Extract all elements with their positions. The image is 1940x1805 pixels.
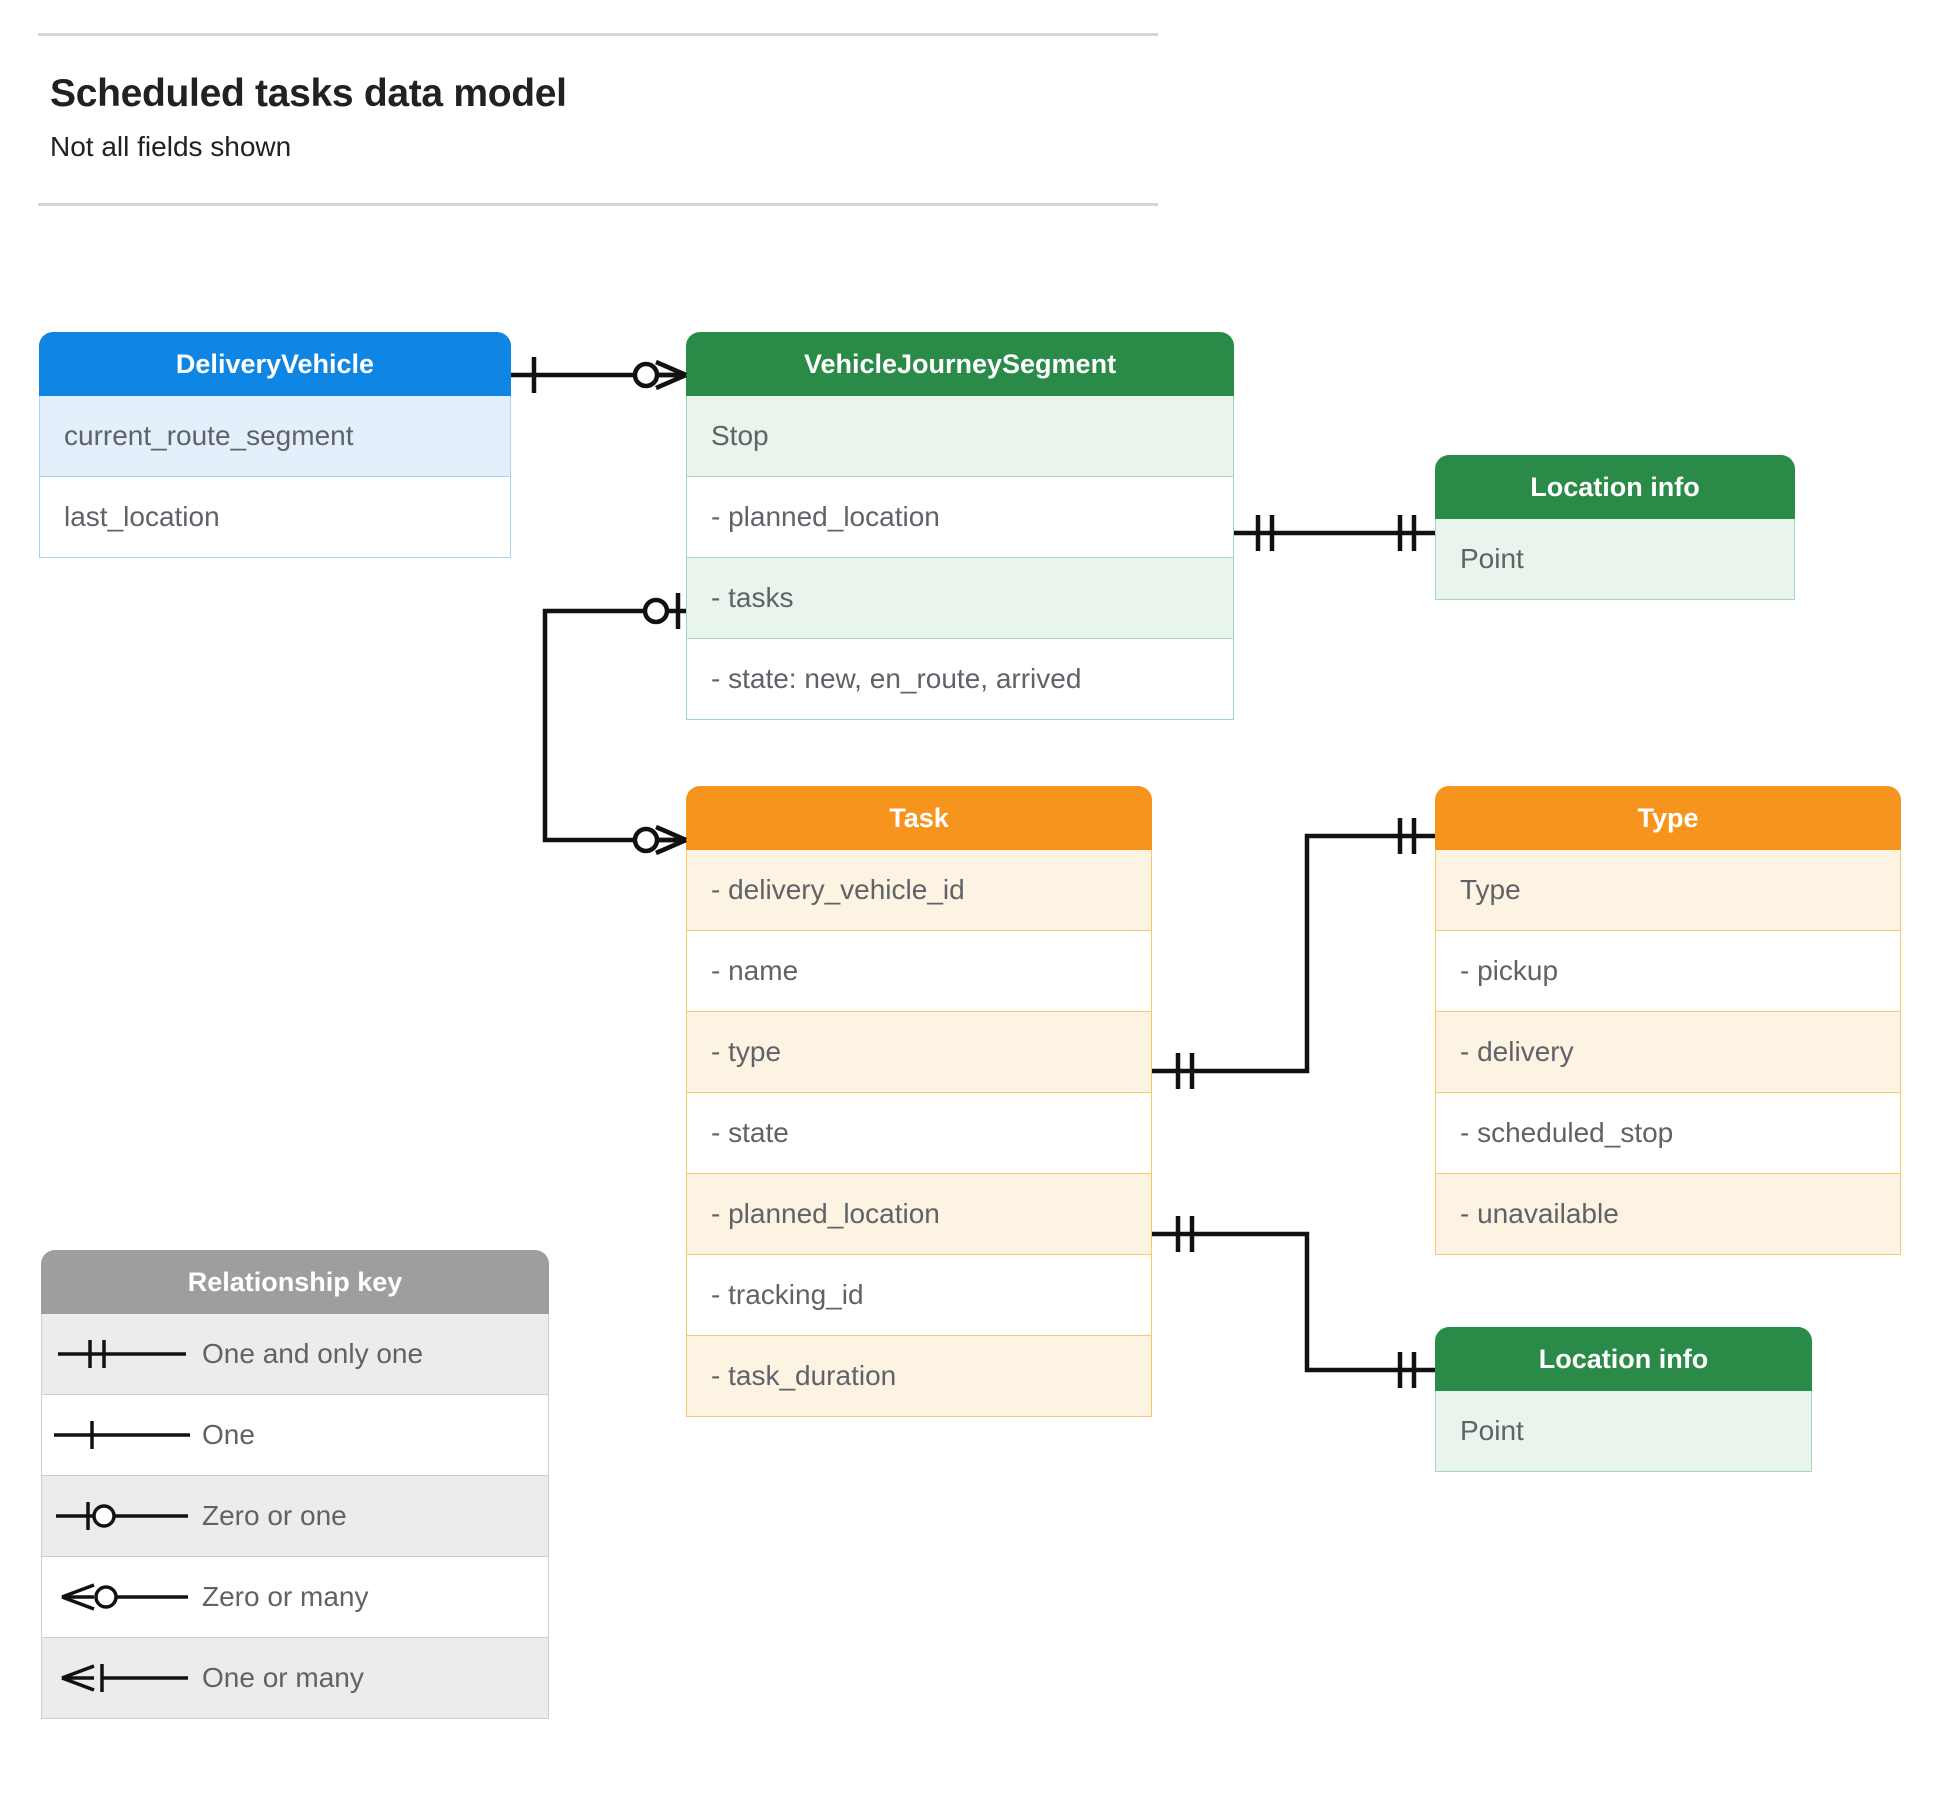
connector-vjs-planned-location-locationinfo bbox=[1234, 515, 1435, 551]
field-row: - tracking_id bbox=[686, 1255, 1152, 1336]
field-row: - planned_location bbox=[686, 1174, 1152, 1255]
connector-vjs-tasks-task bbox=[542, 593, 687, 856]
legend-item-label: Zero or many bbox=[202, 1581, 369, 1612]
field-row: - scheduled_stop bbox=[1435, 1093, 1901, 1174]
page-title: Scheduled tasks data model bbox=[50, 72, 567, 115]
field-row: Point bbox=[1435, 1391, 1812, 1472]
one-icon bbox=[42, 1392, 202, 1478]
entity-title-location-info-bottom: Location info bbox=[1435, 1327, 1812, 1391]
legend-item-one: One bbox=[41, 1395, 549, 1476]
field-row: - tasks bbox=[686, 558, 1234, 639]
field-row: - state: new, en_route, arrived bbox=[686, 639, 1234, 720]
field-row: Stop bbox=[686, 396, 1234, 477]
legend-title: Relationship key bbox=[41, 1250, 549, 1314]
zero-or-one-icon bbox=[42, 1473, 202, 1559]
one-and-only-one-icon bbox=[42, 1311, 202, 1397]
connector-deliveryvehicle-vehiclejourneysegment bbox=[511, 357, 687, 393]
entity-title-task: Task bbox=[686, 786, 1152, 850]
entity-location-info-bottom[interactable]: Location info Point bbox=[1435, 1327, 1812, 1472]
header-rule-bottom bbox=[38, 203, 1158, 206]
entity-vehicle-journey-segment[interactable]: VehicleJourneySegment Stop - planned_loc… bbox=[686, 332, 1234, 720]
field-row: - name bbox=[686, 931, 1152, 1012]
legend-item-zero-or-many: Zero or many bbox=[41, 1557, 549, 1638]
legend-item-one-or-many: One or many bbox=[41, 1638, 549, 1719]
field-row: current_route_segment bbox=[39, 396, 511, 477]
entity-type[interactable]: Type Type - pickup - delivery - schedule… bbox=[1435, 786, 1901, 1255]
page-subtitle: Not all fields shown bbox=[50, 131, 292, 162]
connector-task-type bbox=[1152, 818, 1435, 1089]
field-row: - task_duration bbox=[686, 1336, 1152, 1417]
legend-item-label: Zero or one bbox=[202, 1500, 347, 1531]
legend-item-zero-or-one: Zero or one bbox=[41, 1476, 549, 1557]
field-row: Point bbox=[1435, 519, 1795, 600]
header-rule-top bbox=[38, 33, 1158, 36]
legend-item-one-and-only-one: One and only one bbox=[41, 1314, 549, 1395]
field-row: Type bbox=[1435, 850, 1901, 931]
entity-location-info-top[interactable]: Location info Point bbox=[1435, 455, 1795, 600]
field-row: - delivery bbox=[1435, 1012, 1901, 1093]
zero-or-many-icon bbox=[42, 1554, 202, 1640]
legend-item-label: One or many bbox=[202, 1662, 364, 1693]
field-row: - planned_location bbox=[686, 477, 1234, 558]
legend-item-label: One and only one bbox=[202, 1338, 424, 1369]
field-row: - delivery_vehicle_id bbox=[686, 850, 1152, 931]
connector-task-planned-location-locationinfo bbox=[1152, 1216, 1435, 1388]
one-or-many-icon bbox=[42, 1635, 202, 1721]
field-row: last_location bbox=[39, 477, 511, 558]
field-row: - state bbox=[686, 1093, 1152, 1174]
legend-item-label: One bbox=[202, 1419, 255, 1450]
entity-title-location-info-top: Location info bbox=[1435, 455, 1795, 519]
entity-title-delivery-vehicle: DeliveryVehicle bbox=[39, 332, 511, 396]
entity-task[interactable]: Task - delivery_vehicle_id - name - type… bbox=[686, 786, 1152, 1417]
field-row: - unavailable bbox=[1435, 1174, 1901, 1255]
entity-title-type: Type bbox=[1435, 786, 1901, 850]
entity-title-vehicle-journey-segment: VehicleJourneySegment bbox=[686, 332, 1234, 396]
field-row: - type bbox=[686, 1012, 1152, 1093]
field-row: - pickup bbox=[1435, 931, 1901, 1012]
legend-relationship-key: Relationship key One and only one One bbox=[41, 1250, 549, 1719]
entity-delivery-vehicle[interactable]: DeliveryVehicle current_route_segment la… bbox=[39, 332, 511, 558]
